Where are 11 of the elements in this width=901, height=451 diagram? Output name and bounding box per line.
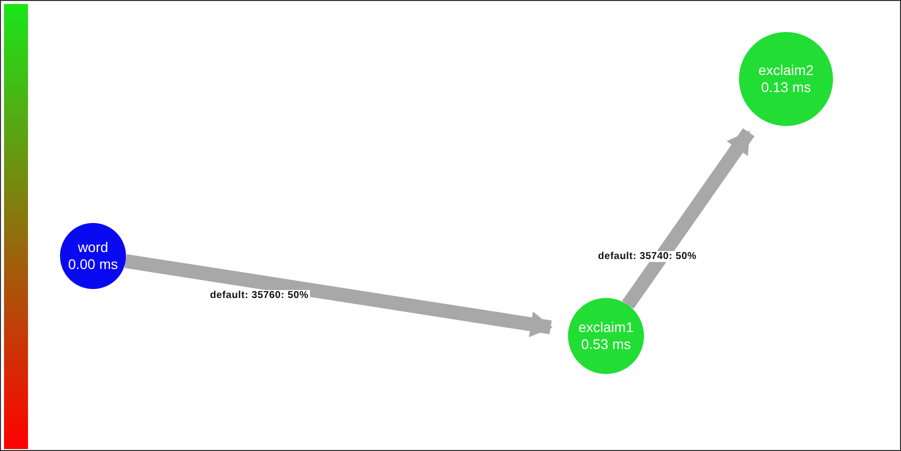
- arrow: [622, 128, 754, 309]
- node-time: 0.00 ms: [68, 256, 118, 273]
- node-name: exclaim1: [578, 319, 634, 336]
- node-name: exclaim2: [758, 62, 814, 79]
- arrow: [124, 254, 553, 338]
- color-scale-bar: [4, 4, 28, 449]
- node-time: 0.13 ms: [761, 79, 811, 96]
- edge-label: default: 35760: 50%: [209, 290, 310, 301]
- node-time: 0.53 ms: [581, 336, 631, 353]
- node-name: word: [78, 239, 108, 256]
- edge-label: default: 35740: 50%: [597, 251, 698, 262]
